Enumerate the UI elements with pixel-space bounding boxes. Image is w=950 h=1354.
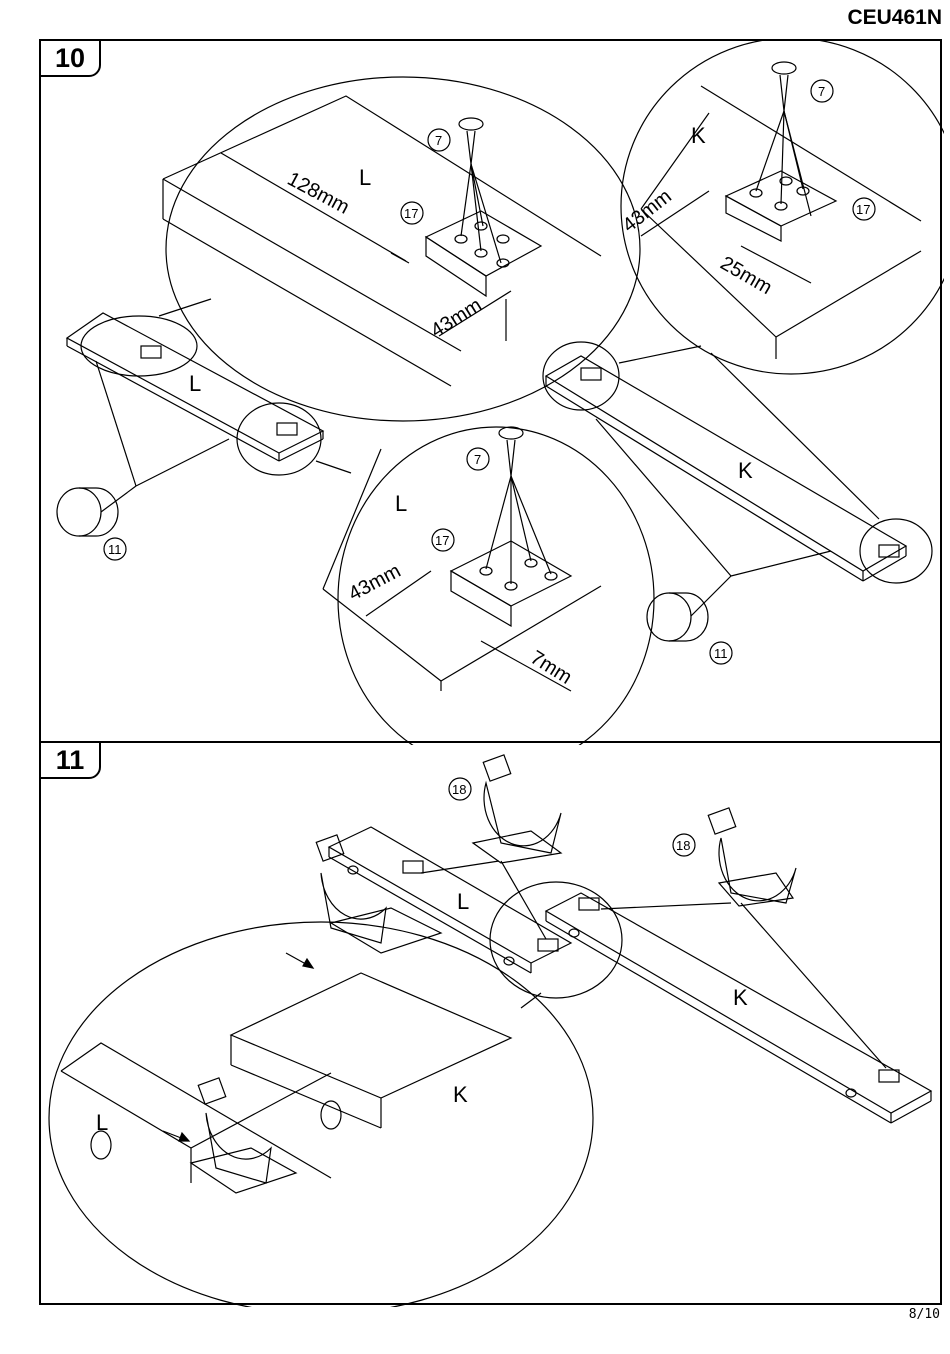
label-k-long: K <box>738 458 753 483</box>
label-k-zoom-step11: K <box>453 1082 468 1107</box>
model-code: CEU461N <box>847 6 942 30</box>
callout-11-right: 11 <box>714 646 728 661</box>
step-11-labels: L K K L 18 18 <box>41 743 944 1307</box>
dim-43mm-l2: 43mm <box>345 560 404 606</box>
callout-7-l2: 7 <box>474 452 481 467</box>
step-10-labels: L L L K K 128mm 43mm 43mm 7mm 43mm 25mm … <box>41 41 944 745</box>
label-l-bottom: L <box>395 491 407 516</box>
callout-17-k: 17 <box>856 202 870 217</box>
label-k-zoom: K <box>691 123 706 148</box>
label-l-zoom: L <box>359 165 371 190</box>
dim-25mm: 25mm <box>717 252 776 299</box>
dim-128mm: 128mm <box>284 168 353 219</box>
page-number: 8/10 <box>909 1307 940 1322</box>
step-11-panel: L K K L 18 18 11 <box>39 741 942 1305</box>
step-10-panel: L L L K K 128mm 43mm 43mm 7mm 43mm 25mm … <box>39 39 942 743</box>
label-l-step11: L <box>457 889 469 914</box>
label-l-zoom-step11: L <box>96 1110 108 1135</box>
step-10-badge: 10 <box>39 39 101 77</box>
label-l-small: L <box>189 371 201 396</box>
callout-17-l2: 17 <box>435 533 449 548</box>
callout-7-l1: 7 <box>435 133 442 148</box>
dim-43mm-k: 43mm <box>619 185 676 237</box>
dim-43mm-l1: 43mm <box>427 294 486 342</box>
callout-18-l: 18 <box>452 782 466 797</box>
callout-11-left: 11 <box>108 542 122 557</box>
label-k-step11: K <box>733 985 748 1010</box>
callout-7-k: 7 <box>818 84 825 99</box>
callout-17-l1: 17 <box>404 206 418 221</box>
callout-18-k: 18 <box>676 838 690 853</box>
step-11-badge: 11 <box>39 741 101 779</box>
dim-7mm: 7mm <box>526 647 575 689</box>
